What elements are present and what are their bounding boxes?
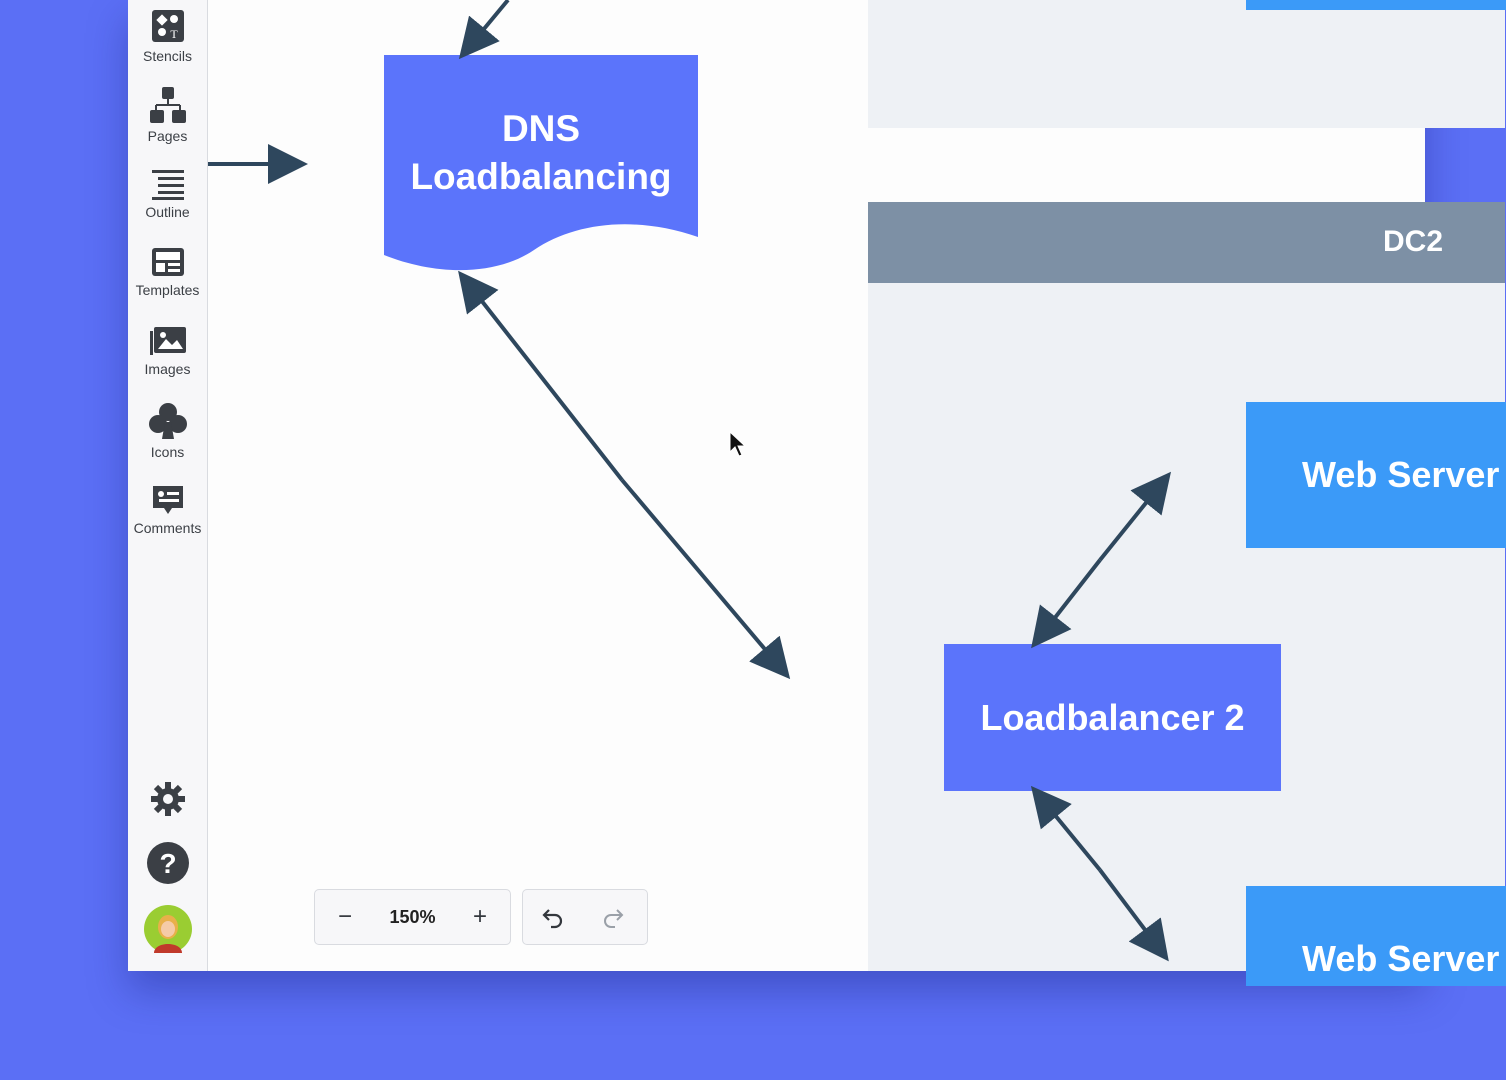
sidebar-item-label: Images [144, 361, 191, 377]
redo-icon [604, 909, 624, 928]
dc2-label: DC2 [1383, 225, 1444, 258]
dns-loadbalancing-node[interactable] [384, 55, 698, 275]
top-server-node[interactable] [1246, 0, 1506, 10]
outline-icon [151, 170, 184, 200]
undo-icon [542, 909, 563, 929]
undo-button[interactable] [523, 890, 583, 944]
sidebar-item-images[interactable]: Images [128, 325, 207, 377]
history-controls [522, 889, 648, 945]
sidebar-item-label: Outline [145, 204, 190, 220]
pages-icon [149, 87, 186, 123]
sidebar-item-templates[interactable]: Templates [128, 246, 207, 298]
help-button[interactable]: ? [128, 841, 207, 885]
loadbalancer-2-node[interactable]: Loadbalancer 2 [944, 644, 1281, 791]
svg-text:T: T [170, 27, 178, 41]
club-icon [148, 403, 187, 439]
web-server-node-2[interactable]: Web Server [1246, 886, 1506, 986]
sidebar-item-outline[interactable]: Outline [128, 168, 207, 220]
gear-icon [150, 782, 185, 816]
templates-icon [151, 248, 184, 276]
node-label: Loadbalancer 2 [980, 696, 1245, 738]
sidebar-item-pages[interactable]: Pages [128, 86, 207, 144]
avatar[interactable] [128, 905, 207, 953]
help-icon: ? [146, 842, 189, 884]
web-server-node-1[interactable]: Web Server [1246, 402, 1506, 548]
dc1-zone [868, 0, 1505, 128]
sidebar-item-stencils[interactable]: T Stencils [128, 8, 207, 64]
diagram-canvas[interactable]: DC2 Loadbalancer 2 Web Server Web Server… [208, 0, 1506, 986]
comments-icon [152, 486, 183, 514]
zoom-in-button[interactable]: + [472, 903, 487, 930]
sidebar-item-label: Comments [133, 520, 202, 536]
settings-button[interactable] [128, 781, 207, 817]
redo-button[interactable] [583, 890, 643, 944]
sidebar-item-label: Templates [135, 282, 200, 298]
app-window: T Stencils Pages Outline [128, 0, 1506, 986]
sidebar-item-icons[interactable]: Icons [128, 402, 207, 460]
zoom-out-button[interactable]: − [337, 903, 352, 930]
svg-text:?: ? [159, 848, 176, 879]
sidebar: T Stencils Pages Outline [128, 0, 208, 971]
node-label: Web Server [1302, 454, 1500, 495]
sidebar-item-label: Icons [150, 444, 185, 460]
sidebar-item-comments[interactable]: Comments [128, 484, 207, 536]
zoom-controls: − 150% + [314, 889, 511, 945]
dc2-header[interactable]: DC2 [868, 202, 1505, 283]
node-label: Web Server [1302, 938, 1500, 979]
zoom-level[interactable]: 150% [389, 906, 436, 927]
sidebar-item-label: Stencils [142, 48, 193, 64]
avatar-icon [143, 905, 192, 953]
sidebar-item-label: Pages [147, 128, 188, 144]
stencils-icon: T [151, 10, 184, 42]
images-icon [149, 327, 186, 355]
dc2-zone [868, 283, 1505, 971]
